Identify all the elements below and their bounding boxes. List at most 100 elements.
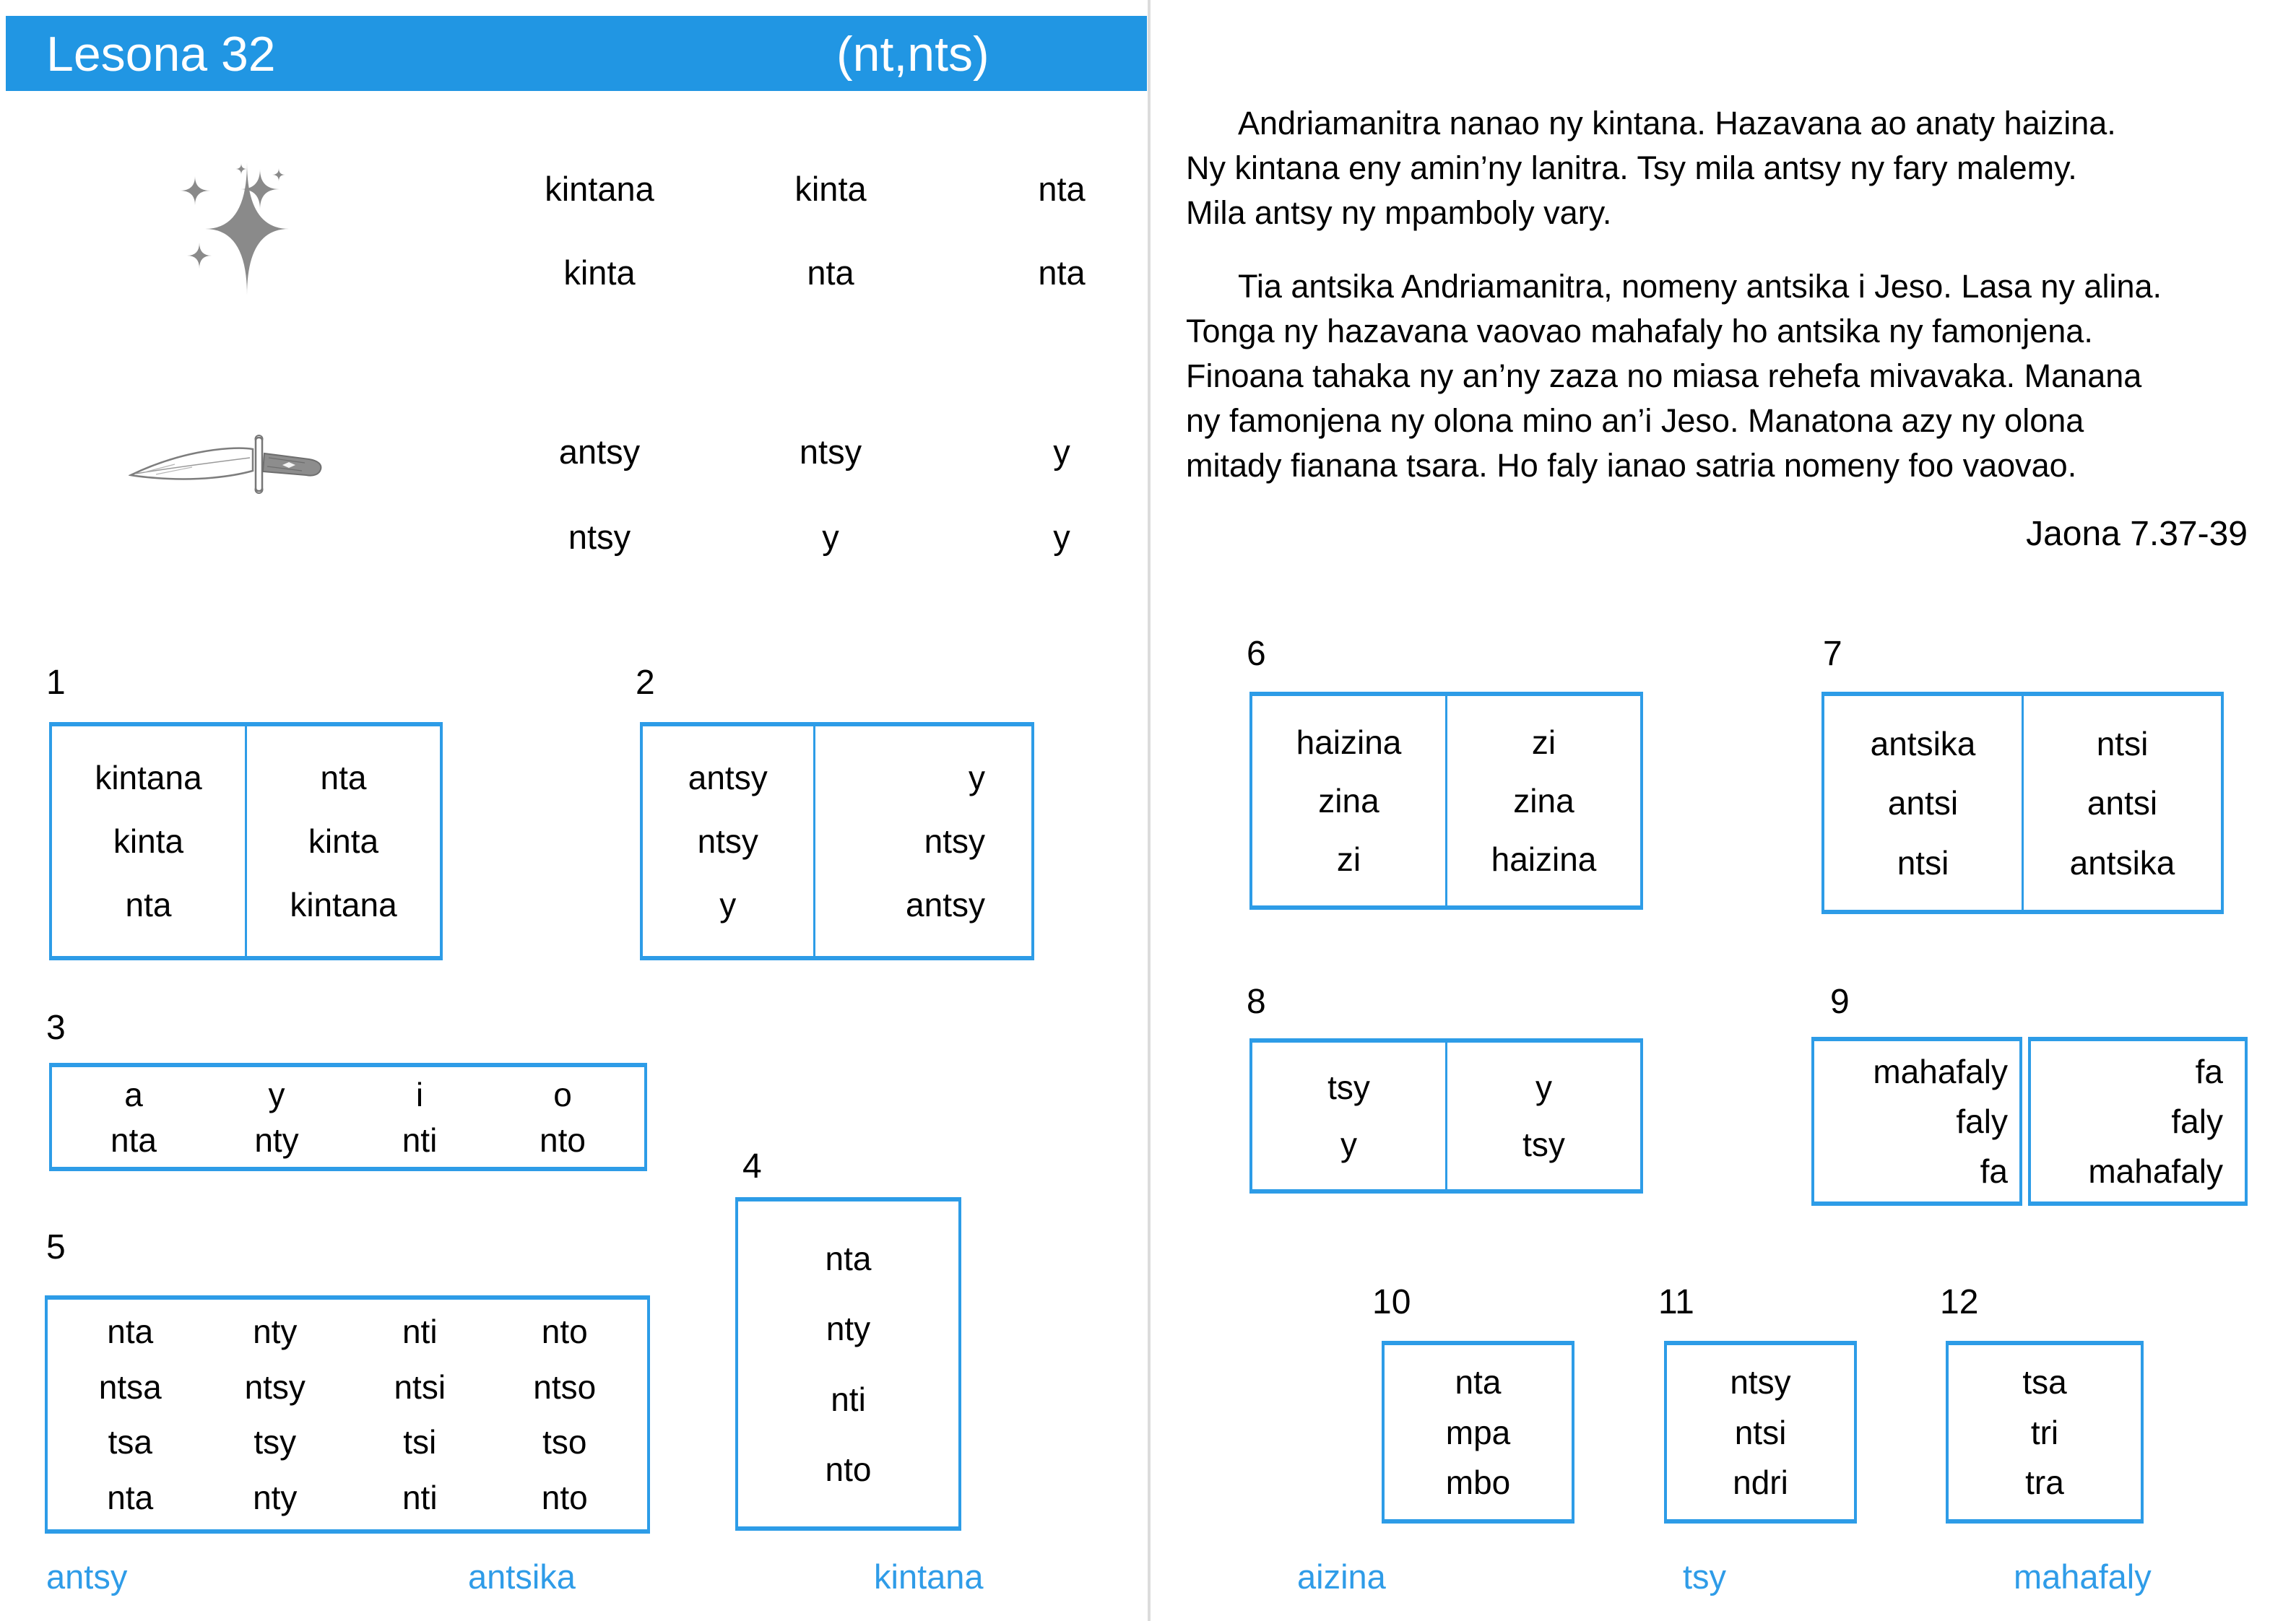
box1-right-column: nta kinta kintana	[245, 726, 440, 956]
exercise-number: 1	[46, 664, 66, 702]
syllable-word: nti	[402, 1313, 438, 1351]
syllable-word: ntsa	[98, 1368, 162, 1406]
lesson-phoneme-tag: (nt,nts)	[836, 27, 989, 82]
syllable-word: nta	[107, 1313, 154, 1351]
syllable-word: nti	[402, 1478, 438, 1516]
syllable-word: tsi	[403, 1423, 437, 1461]
syllable-word: tsy	[254, 1423, 297, 1461]
syllable-word: y	[1535, 1069, 1552, 1106]
exercise-number: 9	[1830, 983, 1850, 1021]
box6-right-column: zi zina haizina	[1445, 696, 1640, 905]
syllable-word: nta	[1455, 1363, 1502, 1401]
syllable-word: ntso	[533, 1368, 597, 1406]
answer-label: antsika	[468, 1557, 576, 1596]
syllable-word: nta	[320, 759, 367, 796]
syllable-word: nta	[111, 1121, 157, 1159]
syllable-word: ntsi	[1734, 1413, 1787, 1451]
syllable-word: mahafaly	[2088, 1152, 2223, 1190]
answer-label: tsy	[1683, 1557, 1727, 1596]
box2-left-column: antsy ntsy y	[643, 726, 813, 956]
syllable-word: kintana	[290, 886, 397, 924]
exercise-box-2: antsy ntsy y y ntsy antsy	[640, 722, 1034, 960]
syllable-word: ntsy	[799, 433, 862, 471]
syllable-word: antsy	[688, 759, 768, 796]
syllable-word: fa	[1980, 1152, 2008, 1190]
syllable-word: faly	[1956, 1103, 2008, 1140]
syllable-word: nto	[540, 1121, 586, 1159]
exercise-number: 12	[1940, 1283, 1979, 1321]
syllable-word: nty	[254, 1121, 299, 1159]
syllable-word: o	[553, 1075, 572, 1113]
syllable-word: mbo	[1445, 1464, 1511, 1502]
exercise-box-3: a y i o nta nty nti nto	[49, 1063, 647, 1171]
exercise-number: 5	[46, 1228, 66, 1266]
syllable-word: antsi	[1887, 784, 1959, 822]
exercise-box-6: haizina zina zi zi zina haizina	[1249, 692, 1643, 910]
syllable-word: nto	[541, 1313, 588, 1351]
exercise-number: 10	[1372, 1283, 1411, 1321]
syllable-word: zina	[1513, 782, 1574, 820]
syllable-word: nto	[825, 1451, 872, 1489]
syllable-word: nta	[1038, 170, 1086, 208]
lesson-header-bar: Lesona 32 (nt,nts)	[6, 16, 1147, 91]
exercise-number: 3	[46, 1009, 66, 1047]
syllable-word: kintana	[95, 759, 202, 796]
syllable-word: nty	[826, 1310, 871, 1348]
answer-label: mahafaly	[2014, 1557, 2152, 1596]
exercise-number: 6	[1247, 635, 1266, 673]
word-grid-row: antsy ntsy y	[484, 432, 1177, 471]
exercise-box-7: antsika antsi ntsi ntsi antsi antsika	[1821, 692, 2224, 914]
exercise-box-9-right: fa faly mahafaly	[2028, 1037, 2248, 1206]
syllable-word: kintana	[545, 170, 654, 208]
box9-left-column: mahafaly faly fa	[1814, 1041, 2019, 1201]
box7-right-column: ntsi antsi antsika	[2022, 696, 2221, 910]
syllable-word: i	[415, 1075, 424, 1113]
syllable-word: nti	[831, 1380, 866, 1418]
syllable-word: nto	[541, 1478, 588, 1516]
syllable-word: antsika	[2069, 843, 2175, 882]
syllable-word: nti	[402, 1121, 438, 1159]
syllable-word: nty	[253, 1313, 298, 1351]
syllable-word: ndri	[1733, 1464, 1788, 1502]
syllable-word: ntsy	[1730, 1363, 1791, 1401]
syllable-word: tsy	[1327, 1069, 1370, 1106]
syllable-word: tsa	[108, 1423, 152, 1461]
syllable-word: mpa	[1445, 1413, 1511, 1451]
syllable-word: tsa	[2022, 1363, 2067, 1401]
box1-left-column: kintana kinta nta	[52, 726, 245, 956]
syllable-word: faly	[2171, 1103, 2223, 1140]
exercise-box-8: tsy y y tsy	[1249, 1038, 1643, 1194]
syllable-word: y	[1340, 1126, 1357, 1163]
syllable-word: y	[969, 759, 985, 796]
answer-label: kintana	[874, 1557, 984, 1596]
syllable-word: tso	[542, 1423, 587, 1461]
box8-right-column: y tsy	[1445, 1043, 1640, 1189]
sparkle-stars-icon	[180, 162, 289, 295]
reading-paragraph-2: Tia antsika Andriamanitra, nomeny antsik…	[1186, 268, 2162, 484]
syllable-word: haizina	[1296, 723, 1402, 761]
reading-passage: Andriamanitra nanao ny kintana. Hazavana…	[1186, 101, 2269, 488]
syllable-word: kinta	[794, 170, 867, 208]
syllable-word: zi	[1336, 840, 1361, 878]
syllable-word: ntsy	[697, 822, 758, 860]
box8-left-column: tsy y	[1252, 1043, 1445, 1189]
box6-left-column: haizina zina zi	[1252, 696, 1445, 905]
exercise-number: 8	[1247, 983, 1266, 1021]
syllable-word: kinta	[308, 822, 379, 860]
syllable-word: antsika	[1870, 724, 1976, 762]
syllable-word: y	[1053, 433, 1070, 471]
syllable-word: tri	[2030, 1413, 2059, 1451]
exercise-number: 7	[1823, 635, 1842, 673]
syllable-word: antsy	[906, 886, 985, 924]
answer-label: antsy	[46, 1557, 128, 1596]
syllable-word: zi	[1531, 723, 1556, 761]
syllable-word: fa	[2195, 1053, 2223, 1090]
syllable-word: mahafaly	[1873, 1053, 2008, 1090]
syllable-word: nta	[807, 253, 854, 292]
exercise-box-9-left: mahafaly faly fa	[1811, 1037, 2022, 1206]
syllable-word: ntsi	[2096, 724, 2149, 762]
exercise-box-10: nta mpa mbo	[1382, 1341, 1574, 1524]
syllable-word: a	[124, 1075, 143, 1113]
exercise-number: 2	[636, 664, 655, 702]
